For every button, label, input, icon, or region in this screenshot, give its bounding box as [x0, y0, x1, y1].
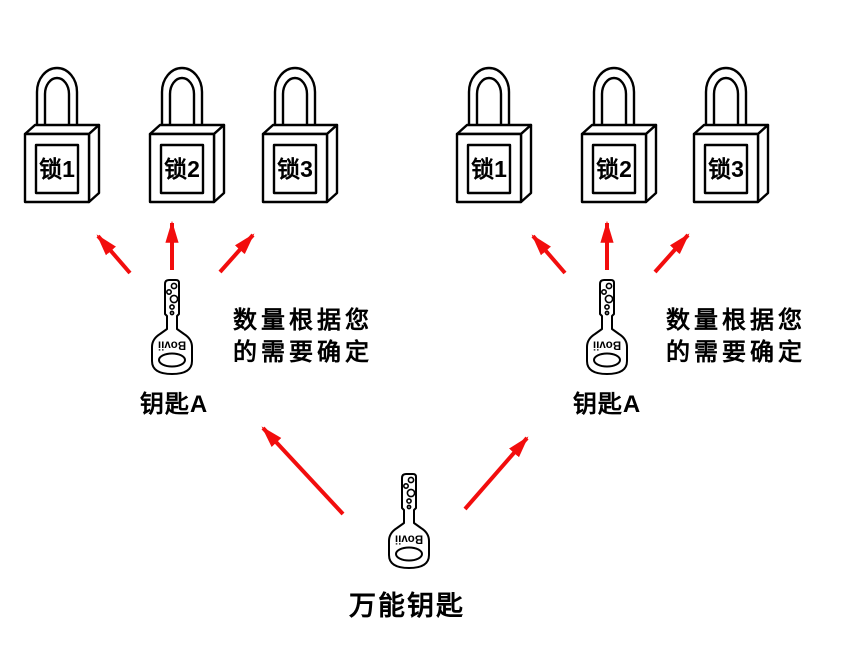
key-cut-5: [169, 310, 175, 316]
shackle-inner: [281, 76, 309, 136]
padlock-left-1-icon: 锁1: [23, 66, 101, 204]
lock-label-plate: [159, 143, 205, 195]
key-outline: [388, 473, 430, 569]
key-cut-2: [600, 289, 607, 296]
shackle-outline: [273, 66, 317, 136]
key-engraving: Bovii: [593, 339, 621, 351]
arrow-master-to-keyA-right: [463, 436, 529, 511]
arrow-keyA-left-to-lock1: [96, 234, 132, 275]
key-cut-3: [406, 488, 416, 498]
lock-label-plate: [703, 143, 749, 195]
shackle-inner: [712, 76, 740, 136]
key-cut-1: [605, 282, 613, 290]
key-a-right-label: 钥匙A: [572, 391, 642, 418]
shackle-outline: [160, 66, 204, 136]
shackle-inner: [168, 76, 196, 136]
key-engraving: Bovii: [395, 533, 423, 545]
key-ring-hole: [158, 352, 186, 368]
lock-side-face: [87, 123, 101, 204]
note-right: 数量根据您 的需要确定: [666, 305, 806, 369]
lock-top-face: [148, 123, 226, 136]
arrow-master-to-keyA-left: [261, 426, 345, 516]
shackle-outline: [592, 66, 636, 136]
master-key-icon: Bovii: [388, 473, 430, 569]
shackle-inner: [600, 76, 628, 136]
lock-label: 锁3: [708, 156, 744, 182]
arrow-keyA-left-to-lock3: [218, 233, 255, 274]
key-cut-4: [406, 498, 412, 504]
lock-top-face: [261, 123, 339, 136]
padlock-left-3-icon: 锁3: [261, 66, 339, 204]
key-cut-5: [406, 504, 412, 510]
key-ring-hole: [593, 352, 621, 368]
arrow-keyA-right-to-lock3: [653, 233, 690, 274]
shackle-outline: [467, 66, 511, 136]
note-left-line2: 的需要确定: [233, 339, 373, 366]
key-engraving: Bovii: [158, 339, 186, 351]
key-cut-4: [604, 304, 610, 310]
key-cut-1: [170, 282, 178, 290]
padlock-right-2-icon: 锁2: [580, 66, 658, 204]
note-left: 数量根据您 的需要确定: [233, 305, 373, 369]
shackle-outline: [704, 66, 748, 136]
lock-label: 锁1: [39, 156, 75, 182]
lock-label: 锁2: [164, 156, 200, 182]
lock-label-plate: [466, 143, 512, 195]
key-ring-hole: [395, 546, 423, 562]
shackle-inner: [475, 76, 503, 136]
lock-side-face: [756, 123, 770, 204]
lock-top-face: [692, 123, 770, 136]
arrow-keyA-right-to-lock1: [531, 234, 567, 275]
note-left-line1: 数量根据您: [233, 307, 373, 334]
lock-side-face: [644, 123, 658, 204]
key-outline: [586, 279, 628, 375]
lock-label-plate: [591, 143, 637, 195]
lock-top-face: [580, 123, 658, 136]
key-cut-3: [604, 294, 614, 304]
padlock-right-3-icon: 锁3: [692, 66, 770, 204]
lock-side-face: [519, 123, 533, 204]
lock-side-face: [325, 123, 339, 204]
note-right-line2: 的需要确定: [666, 339, 806, 366]
note-right-line1: 数量根据您: [666, 307, 806, 334]
key-outline: [151, 279, 193, 375]
lock-label-plate: [34, 143, 80, 195]
master-key-label: 万能钥匙: [349, 591, 465, 621]
shackle-inner: [43, 76, 71, 136]
key-a-left-label: 钥匙A: [139, 391, 209, 418]
lock-label-plate: [272, 143, 318, 195]
key-a-left-icon: Bovii: [151, 279, 193, 375]
lock-top-face: [455, 123, 533, 136]
key-a-right-icon: Bovii: [586, 279, 628, 375]
key-cut-4: [169, 304, 175, 310]
key-cut-1: [407, 476, 415, 484]
lock-side-face: [212, 123, 226, 204]
padlock-right-1-icon: 锁1: [455, 66, 533, 204]
key-cut-2: [165, 289, 172, 296]
shackle-outline: [35, 66, 79, 136]
padlock-left-2-icon: 锁2: [148, 66, 226, 204]
key-cut-3: [169, 294, 179, 304]
lock-label: 锁2: [596, 156, 632, 182]
lock-top-face: [23, 123, 101, 136]
key-cut-5: [604, 310, 610, 316]
lock-label: 锁3: [277, 156, 313, 182]
lock-label: 锁1: [471, 156, 507, 182]
key-cut-2: [402, 483, 409, 490]
